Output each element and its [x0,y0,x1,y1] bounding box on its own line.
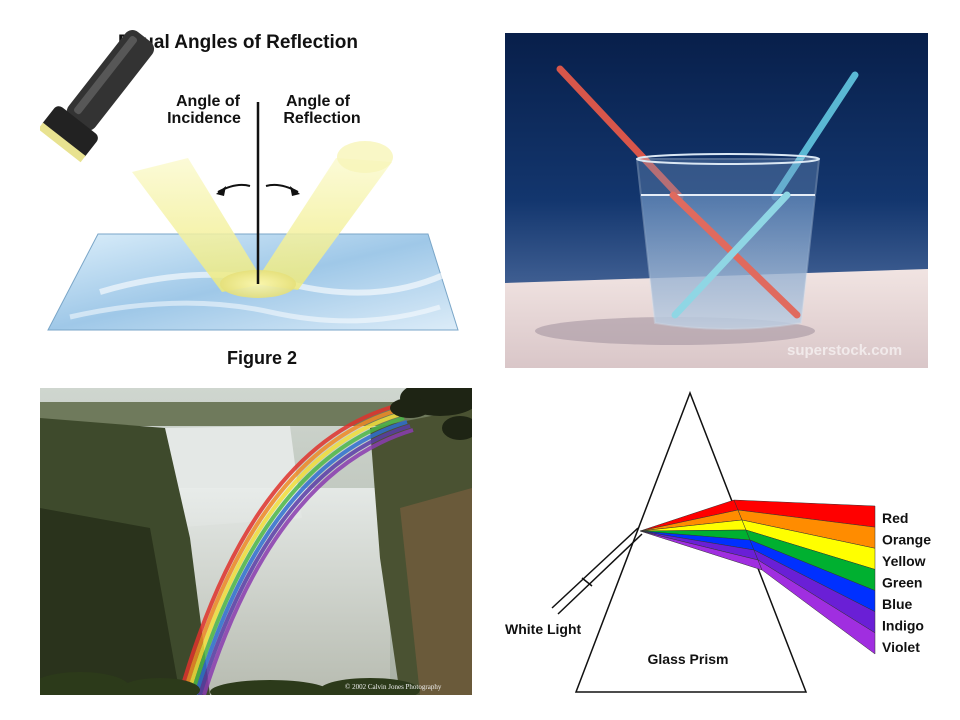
figure-caption: Figure 2 [227,348,297,368]
spectrum-label-orange: Orange [882,532,931,548]
foliage-bottom [40,672,420,695]
photo-credit: © 2002 Calvin Jones Photography [345,683,442,691]
incidence-label-line1: Angle of [176,93,241,110]
incident-beam [132,158,265,292]
mirror-streak [69,300,441,324]
rainbow-band [202,428,414,695]
rainbow-band [186,412,402,695]
incidence-label-line2: Incidence [167,110,241,127]
red-straw-top [556,65,684,201]
refraction-photo: superstock.com [505,33,928,368]
straws-svg: superstock.com [505,33,928,368]
rainbow-band [198,424,411,695]
ray-outside-violet [757,559,876,655]
reflection-diagram: Equal Angles of Reflection Angle of Inci… [40,22,480,372]
reflection-title: Equal Angles of Reflection [118,32,358,53]
blue-straw-top [771,71,859,201]
spectrum-label-blue: Blue [882,596,913,612]
foliage-top-right [390,388,472,440]
left-cliff-shadow [40,508,180,695]
reflection-label-line1: Angle of [286,93,351,110]
spectrum-label-yellow: Yellow [882,553,926,569]
spectrum-label-red: Red [882,510,908,526]
reflection-label-line2: Reflection [283,110,360,127]
spectrum-label-indigo: Indigo [882,618,924,634]
white-light-arrow [581,577,593,587]
right-cliff-rock [400,488,472,695]
rainbow-band [194,420,408,695]
spectrum-rays [639,499,876,655]
rainbow-band [182,408,399,695]
reflected-beam [254,158,392,290]
rainbow-band [190,416,405,695]
glass-prism-label: Glass Prism [648,651,729,667]
rainbow-svg: © 2002 Calvin Jones Photography [40,388,472,695]
arrowhead [216,186,226,196]
rainbow-photo: © 2002 Calvin Jones Photography [40,388,472,695]
rainbow-band [178,404,396,695]
spectrum-label-green: Green [882,575,922,591]
white-light-beam-edge [557,533,643,615]
white-light-label: White Light [505,621,582,637]
glass-rim [636,153,820,165]
beam-glow [337,141,393,173]
white-light-beam-edge [551,527,639,609]
blue-straw-underwater [671,191,791,319]
watermark-text: superstock.com [787,342,902,359]
reflection-svg: Equal Angles of Reflection Angle of Inci… [40,30,459,368]
rainbow-arc [178,404,414,695]
flashlight-icon [40,30,155,163]
spectrum-label-violet: Violet [882,639,920,655]
arrowhead [290,186,300,196]
